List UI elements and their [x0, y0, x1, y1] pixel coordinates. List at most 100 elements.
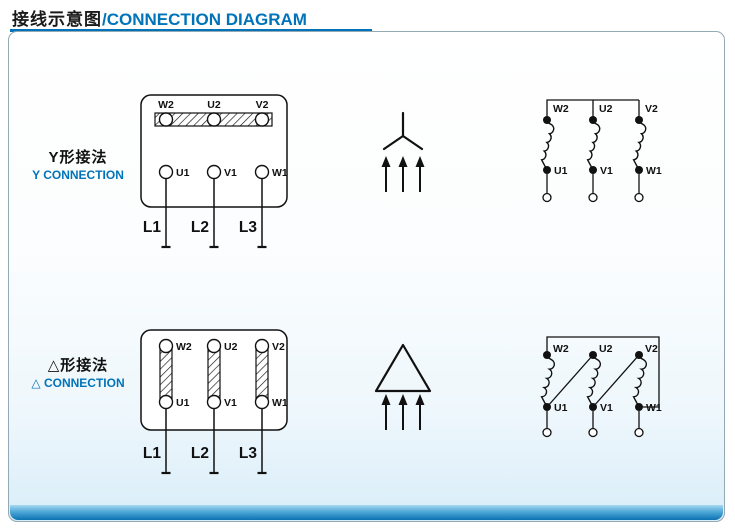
winding-terminal-dot — [543, 166, 551, 174]
delta-connection-label-zh: △形接法 — [47, 357, 109, 374]
terminal-circle — [254, 394, 270, 410]
lead-label: L2 — [191, 445, 209, 462]
line-terminal-stubs — [546, 411, 640, 428]
line-terminal-stubs — [546, 174, 640, 193]
delta-symbol-group — [374, 343, 432, 430]
terminal-label: V1 — [224, 167, 237, 179]
terminal-label: U1 — [176, 167, 190, 179]
winding-terminal-label: W2 — [553, 103, 569, 115]
winding-coil — [632, 356, 647, 408]
winding-terminal-label: U1 — [554, 402, 568, 414]
terminal-circle — [254, 112, 270, 127]
up-arrow-head — [415, 156, 425, 167]
delta-link-bar-hatched — [159, 345, 173, 403]
delta-link-bar-hatched — [207, 345, 221, 403]
star-connection-label-en: Y CONNECTION — [32, 168, 124, 182]
winding-terminal-dot — [635, 166, 643, 174]
winding-terminal-dot — [543, 351, 551, 359]
terminal-label: V2 — [272, 341, 285, 353]
delta-link-wire — [592, 354, 640, 408]
winding-terminal-label: U2 — [599, 103, 613, 115]
winding-terminal-label: W1 — [646, 402, 662, 414]
open-terminal-circle — [542, 427, 552, 438]
delta-connection-label-en: △ CONNECTION — [31, 376, 125, 390]
star-terminal-box: L1 L2 L3 W2 U2 V2 U1 V1 W1 — [140, 94, 288, 249]
open-terminal-circle — [588, 192, 598, 203]
winding-terminal-dot — [543, 116, 551, 124]
winding-terminal-dot — [589, 116, 597, 124]
up-arrow-head — [398, 394, 408, 405]
terminal-label: V1 — [224, 397, 237, 409]
winding-terminal-label: V2 — [645, 343, 658, 355]
winding-terminal-label: V1 — [600, 402, 613, 414]
terminal-label: W1 — [272, 167, 288, 179]
winding-terminal-dot — [635, 403, 643, 411]
lead-label: L1 — [143, 445, 161, 462]
star-symbol-group — [381, 111, 425, 192]
panel-bottom-bar — [10, 505, 723, 520]
up-arrow-head — [398, 156, 408, 167]
star-connection-label-zh: Y形接法 — [48, 149, 108, 166]
up-arrows — [381, 156, 425, 192]
page-title: 接线示意图/CONNECTION DIAGRAM — [12, 5, 307, 30]
page-title-en: /CONNECTION DIAGRAM — [102, 10, 307, 29]
winding-coil — [540, 356, 555, 408]
winding-terminal-label: U1 — [554, 165, 568, 177]
winding-terminal-dot — [589, 166, 597, 174]
terminal-circle — [254, 164, 270, 180]
star-bus-wire — [546, 99, 640, 118]
open-terminal-circle — [542, 192, 552, 203]
winding-coil — [586, 121, 601, 171]
terminal-label: W2 — [158, 99, 174, 111]
terminal-circle — [158, 164, 174, 180]
star-winding-schematic: W2 U2 V2 U1 V1 W1 — [540, 99, 662, 203]
open-terminal-circle — [634, 192, 644, 203]
winding-terminal-dot — [543, 403, 551, 411]
delta-wrap-wire — [546, 336, 660, 408]
winding-terminal-label: V1 — [600, 165, 613, 177]
delta-link-bar-hatched — [255, 345, 269, 403]
winding-terminal-dot — [635, 351, 643, 359]
star-connection-row: L1 L2 L3 W2 U2 V2 U1 V1 W1 — [140, 94, 662, 249]
terminal-circle — [206, 394, 222, 410]
winding-coil — [586, 356, 601, 408]
terminal-circle — [158, 338, 174, 354]
winding-terminal-label: U2 — [599, 343, 613, 355]
up-arrow-head — [381, 394, 391, 405]
winding-terminal-label: W1 — [646, 165, 662, 177]
triangle-icon — [374, 343, 432, 393]
winding-coil — [632, 121, 647, 171]
open-terminal-circle — [588, 427, 598, 438]
winding-terminal-label: W2 — [553, 343, 569, 355]
up-arrow-head — [415, 394, 425, 405]
terminal-label: W2 — [176, 341, 192, 353]
terminal-circle — [254, 338, 270, 354]
up-arrows — [381, 394, 425, 430]
terminal-label: W1 — [272, 397, 288, 409]
terminal-label: V2 — [256, 99, 269, 111]
winding-terminal-dot — [635, 116, 643, 124]
lead-lines — [161, 178, 267, 249]
lead-label: L1 — [143, 219, 161, 236]
lead-label: L3 — [239, 219, 257, 236]
terminal-circle — [206, 112, 222, 127]
delta-terminal-box: L1 L2 L3 W2 U2 V2 U1 V1 W1 — [140, 329, 288, 475]
star-icon — [382, 111, 424, 151]
winding-terminal-dot — [589, 351, 597, 359]
winding-coil — [540, 121, 555, 171]
lead-label: L2 — [191, 219, 209, 236]
delta-link-wire — [546, 354, 594, 408]
terminal-label: U2 — [224, 341, 238, 353]
page-title-zh: 接线示意图 — [12, 10, 102, 29]
open-terminal-circle — [634, 427, 644, 438]
terminal-circle — [158, 394, 174, 410]
title-underline — [10, 29, 372, 32]
terminal-circle — [158, 112, 174, 127]
lead-lines — [161, 408, 267, 475]
winding-terminal-dot — [589, 403, 597, 411]
winding-terminal-label: V2 — [645, 103, 658, 115]
terminal-label: U1 — [176, 397, 190, 409]
terminal-circle — [206, 338, 222, 354]
delta-winding-schematic: W2 U2 V2 U1 V1 W1 — [540, 336, 662, 438]
diagram-panel — [8, 31, 725, 522]
